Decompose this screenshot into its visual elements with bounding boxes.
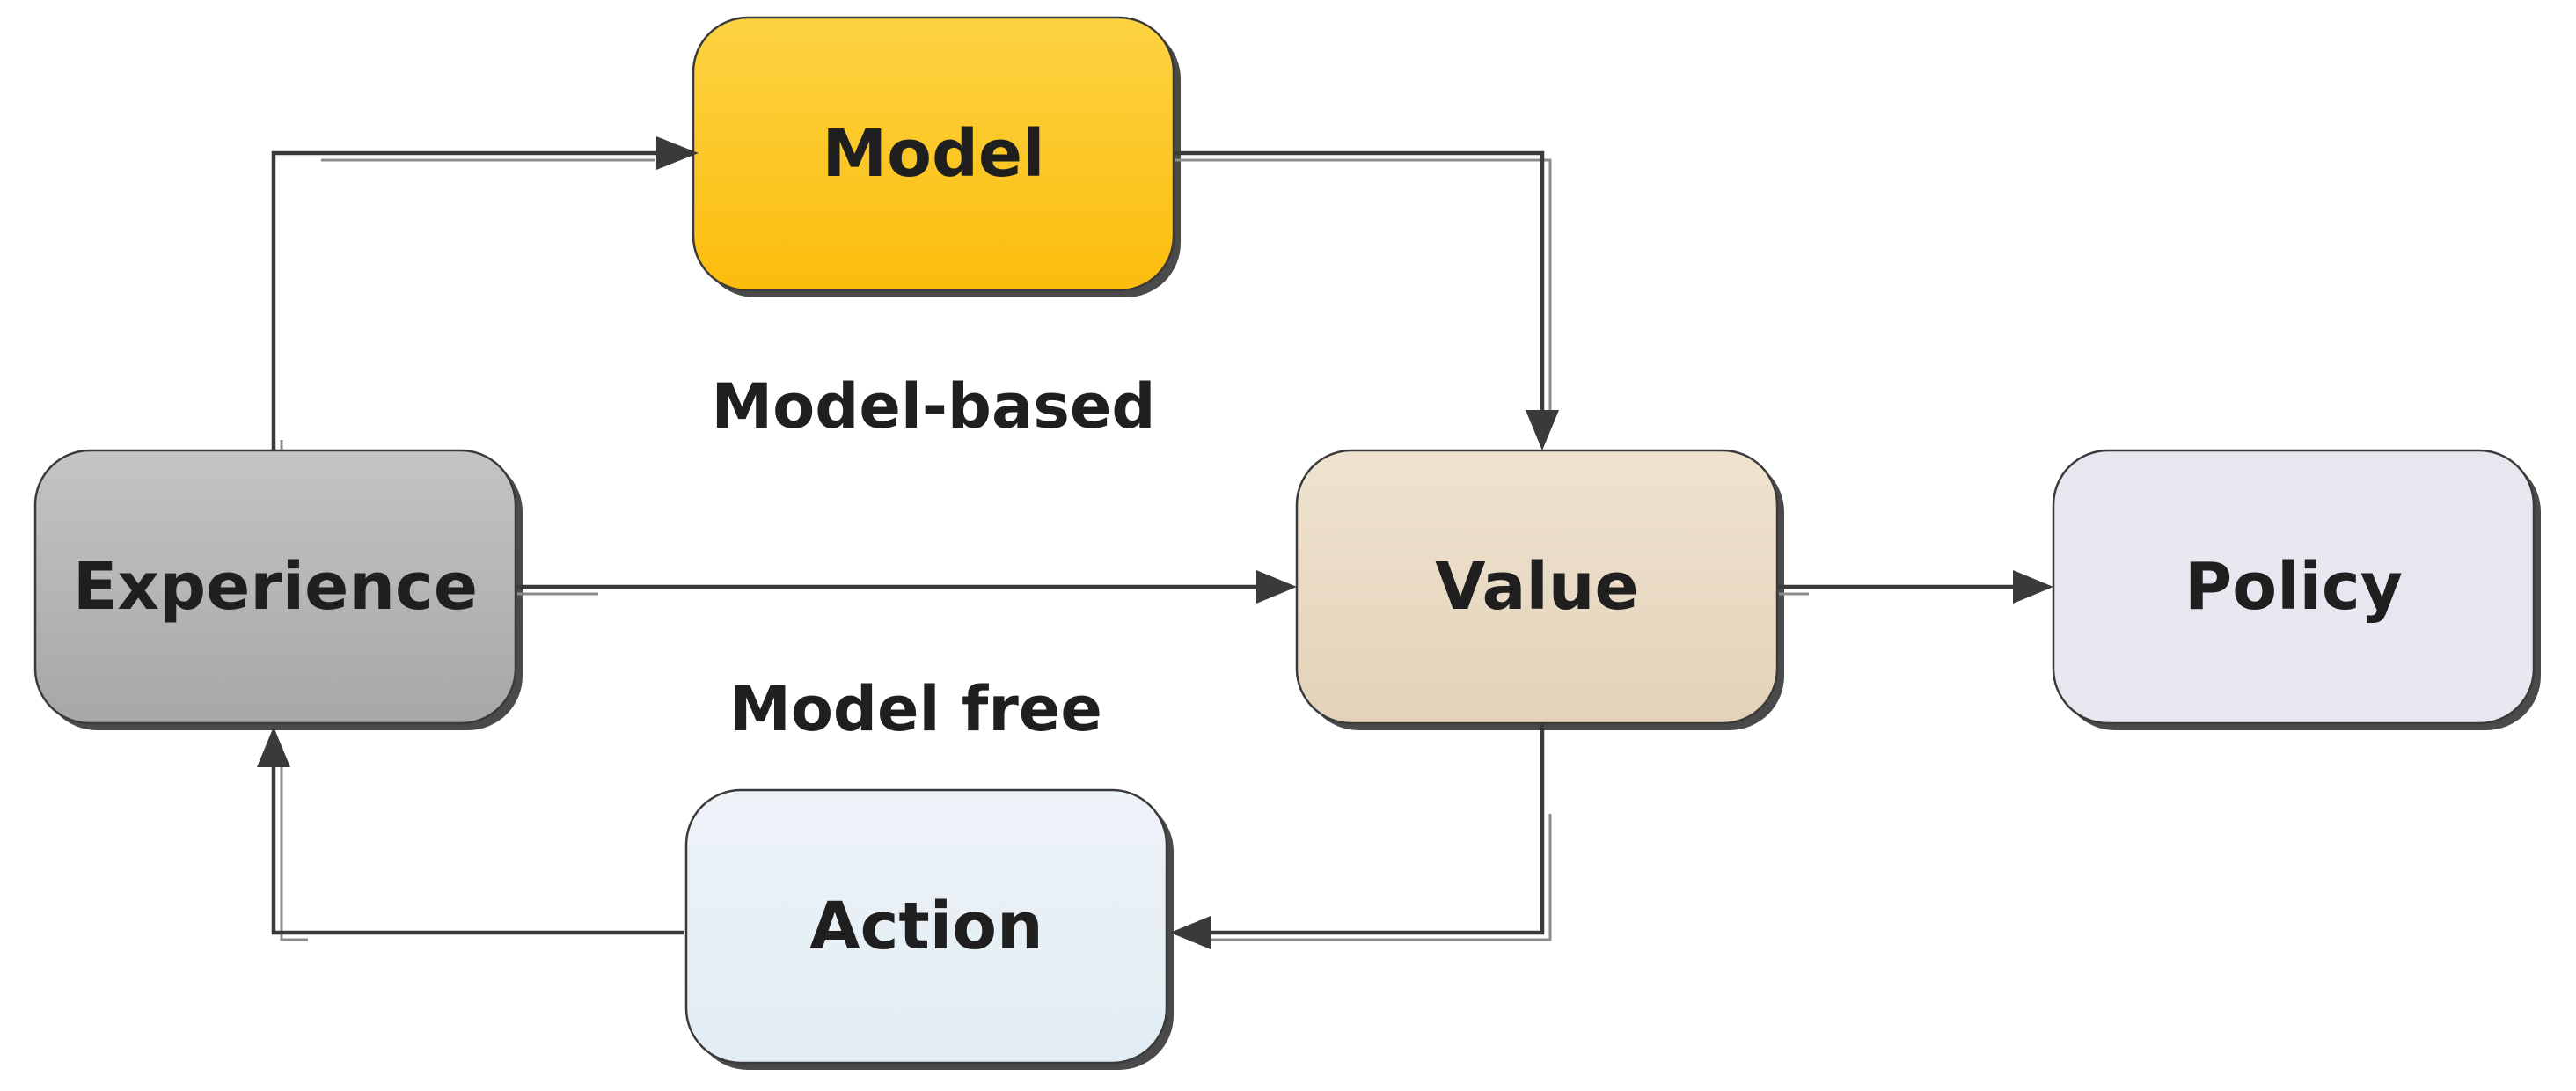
edge-experience-to-model [271, 136, 699, 450]
edge-value-to-policy-arrowhead [2013, 570, 2053, 604]
edge-model-to-value-arrowhead [1526, 410, 1559, 450]
edge-action-to-experience-shadow [280, 765, 308, 941]
model-node-label: Model [822, 116, 1044, 192]
edge-value-to-action [1170, 723, 1552, 949]
edge-experience-to-model-line [271, 150, 662, 450]
edge-value-to-action-shadow [1205, 814, 1552, 941]
experience-node: Experience [33, 449, 517, 725]
edge-model-to-value [1174, 150, 1559, 450]
policy-node-label: Policy [2184, 549, 2403, 625]
experience-node-label: Experience [73, 549, 478, 625]
edge-experience-to-model-shadow [280, 158, 655, 450]
model-node: Model [692, 16, 1175, 292]
edge-value-to-policy [1777, 570, 2053, 604]
value-node-label: Value [1435, 549, 1638, 625]
edge-value-to-action-line [1205, 723, 1545, 935]
edge-action-to-experience-arrowhead [257, 727, 290, 767]
edge-experience-to-value-arrowhead [1256, 570, 1297, 604]
action-node-box [684, 788, 1168, 1065]
edge-model-to-value-shadow [1175, 158, 1552, 414]
action-node-label: Action [809, 889, 1043, 964]
model-based-label: Model-based [712, 370, 1156, 443]
edge-action-to-experience [257, 727, 684, 941]
edge-model-to-value-line [1174, 150, 1545, 414]
policy-node: Policy [2052, 449, 2536, 725]
edge-experience-to-model-arrowhead [656, 136, 699, 170]
edge-experience-to-value [516, 570, 1297, 604]
edge-value-to-action-arrowhead [1170, 916, 1211, 949]
value-node: Value [1295, 449, 1779, 725]
model-free-label: Model free [729, 673, 1102, 745]
edge-action-to-experience-line [271, 764, 684, 935]
action-node: Action [684, 788, 1168, 1065]
